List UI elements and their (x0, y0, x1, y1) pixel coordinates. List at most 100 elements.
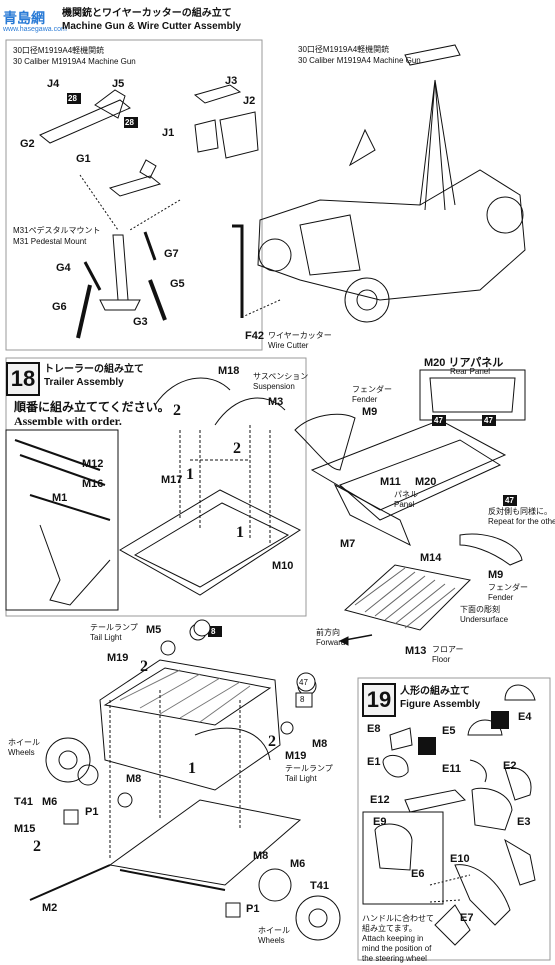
gun-barrel (39, 99, 131, 144)
floor-en: Floor (432, 655, 451, 664)
part-M8: M8 (126, 773, 142, 785)
wheel-note-jp: ハンドルに合わせて組み立てます。 (362, 914, 434, 933)
gun-label-jp: 30口径M1919A4軽機関銃 (13, 46, 105, 55)
part-M14: M14 (420, 552, 442, 564)
part-E11: E11 (442, 763, 461, 775)
rear-panel-jp: M20 リアパネル (424, 357, 504, 369)
part-M16: M16 (82, 478, 104, 490)
part-G2: G2 (20, 138, 35, 150)
mount-label-en: M31 Pedestal Mount (13, 237, 87, 246)
badge-47c: 47 (505, 496, 514, 505)
badge-8a: 8 (211, 627, 216, 636)
trailer-chassis (108, 799, 302, 886)
part-M19: M19 (107, 652, 129, 664)
part-G6: G6 (52, 301, 67, 313)
part-E7: E7 (460, 912, 474, 924)
badge-28b-text: 28 (125, 118, 134, 127)
step18-title-jp: トレーラーの組み立て (44, 364, 144, 375)
part-G3: G3 (133, 316, 148, 328)
fender2-jp: フェンダー (488, 583, 528, 592)
part-M8b: M8 (253, 850, 269, 862)
part-E4: E4 (518, 711, 532, 723)
badge-28a (67, 93, 81, 104)
part-M9: M9 (362, 406, 378, 418)
helmet-e4 (504, 684, 536, 701)
order-2b: 2 (233, 440, 241, 457)
part-E3: E3 (517, 816, 531, 828)
under-jp: 下面の彫刻 (460, 605, 500, 614)
suspension-en: Suspension (253, 382, 295, 391)
jeep-front-wheel (344, 277, 390, 323)
part-G7: G7 (164, 248, 179, 260)
order-2d: 2 (268, 733, 276, 750)
tail-jp: テールランプ (90, 623, 138, 632)
part-M6: M6 (42, 796, 58, 808)
part-M5: M5 (146, 624, 162, 636)
part-T41: T41 (14, 796, 33, 808)
part-M3: M3 (268, 396, 284, 408)
part-J2: J2 (243, 95, 256, 107)
trailer-tub-assembly (99, 659, 281, 791)
mg-title-jp: 機関銃とワイヤーカッターの組み立て (62, 8, 232, 19)
step-18-number: 18 (10, 366, 36, 391)
part-T41b: T41 (310, 880, 329, 892)
badge-8b: 8 (300, 695, 305, 704)
part-M13: M13 (405, 645, 427, 657)
badge-28a-text: 28 (68, 94, 77, 103)
part-E2: E2 (503, 760, 517, 772)
step-19-number: 19 (366, 687, 392, 712)
part-M17: M17 (161, 474, 183, 486)
part-M1: M1 (52, 492, 68, 504)
part-P1b: P1 (246, 903, 260, 915)
part-M4: M8 (312, 738, 328, 750)
cutter-label-jp: ワイヤーカッター (268, 331, 332, 340)
order-2e: 2 (33, 838, 41, 855)
part-E6: E6 (411, 868, 425, 880)
left-wheel (45, 737, 91, 783)
part-E12: E12 (370, 794, 390, 806)
order-1b: 1 (236, 524, 244, 541)
jeep-body (257, 169, 526, 301)
order-1a: 1 (186, 466, 194, 483)
torso-e3 (471, 787, 513, 831)
fender2-en: Fender (488, 593, 514, 602)
part-J1: J1 (162, 127, 175, 139)
tail-en: Tail Light (90, 633, 122, 642)
part-E9: E9 (373, 816, 387, 828)
part-P1: P1 (85, 806, 99, 818)
mg-frame (5, 39, 263, 351)
forward-jp: 前方向 (316, 628, 340, 637)
pedestal (112, 234, 129, 301)
wheel-note-en: Attach keeping in mind the position of t… (362, 934, 432, 963)
tail2-en: Tail Light (285, 774, 317, 783)
part-G1: G1 (76, 153, 91, 165)
part-J4: J4 (47, 78, 60, 90)
tail2-jp: テールランプ (285, 764, 333, 773)
wheels-en: Wheels (8, 748, 35, 757)
badge-47b: 47 (484, 416, 493, 425)
wheels2-en: Wheels (258, 936, 285, 945)
part-E10: E10 (450, 853, 470, 865)
under-en: Undersurface (460, 615, 509, 624)
part-E1: E1 (367, 756, 381, 768)
step18-title-en: Trailer Assembly (44, 377, 124, 388)
part-J5: J5 (112, 78, 125, 90)
part-G5: G5 (170, 278, 185, 290)
order-1c: 1 (188, 760, 196, 777)
part-J3: J3 (225, 75, 238, 87)
gun2-label-en: 30 Caliber M1919A4 Machine Gun (298, 56, 421, 65)
step19-title-jp: 人形の組み立て (400, 686, 470, 697)
badge-28b (124, 117, 138, 128)
trailer-floor (343, 564, 472, 631)
part-M6b: M6 (290, 858, 306, 870)
part-M15: M15 (14, 823, 36, 835)
repeat-en: Repeat for the other side. (488, 517, 555, 526)
gun2-label-jp: 30口径M1919A4軽機関銃 (298, 45, 390, 54)
step-19-box: 19 (362, 683, 396, 717)
part-M20: M20 (415, 476, 437, 488)
floor-jp: フロアー (432, 645, 464, 654)
repeat-jp: 反対側も同様に。 (488, 507, 552, 516)
part-M7: M7 (340, 538, 356, 550)
